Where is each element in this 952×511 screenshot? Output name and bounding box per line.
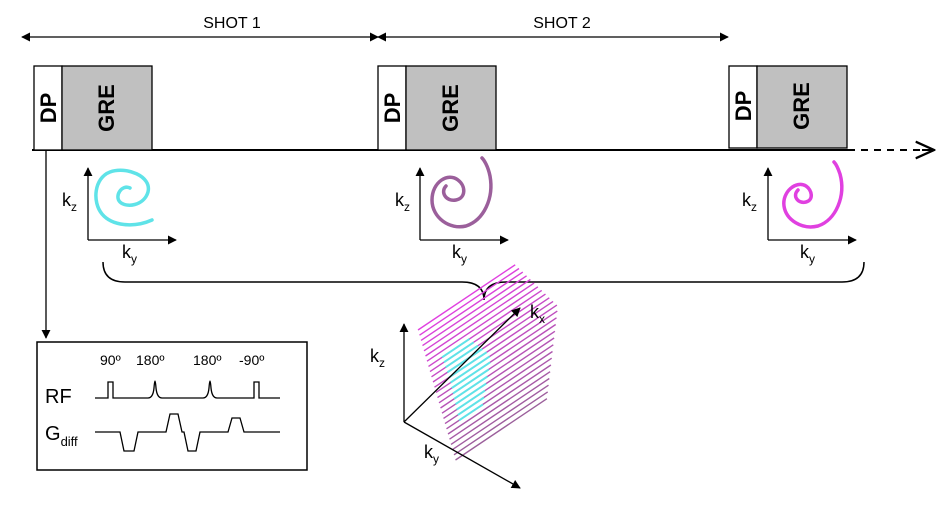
kz-label: kz [62,190,77,214]
kspace-line [423,278,531,352]
kspace-line [447,364,552,435]
trajectory-spiral [94,168,154,227]
trajectory-spiral [430,156,493,229]
kspace-line [455,398,548,461]
kspace-line-center [454,382,487,406]
kspace-line-center [458,403,484,422]
gre-block [61,65,153,151]
kspace-line-center [450,355,491,384]
kspace-line-center [457,396,485,416]
kspace-line [417,264,516,331]
gre-label: GRE [789,82,814,130]
gre-block [756,65,848,149]
kz-label: kz [742,190,757,214]
flip-angle-180-a: 180º [136,352,164,368]
block-group-2: DP GRE [377,65,497,151]
kspace-line-stack [417,264,558,461]
kspace-line-center [452,368,490,395]
kspace-plot-1: kz ky [62,167,177,266]
kspace-line-center [451,361,491,389]
ky-label: ky [424,442,439,466]
kspace-plot-2: kz ky [395,156,509,266]
kspace-line-center [443,341,475,364]
gre-label: GRE [438,84,463,132]
flip-angle-90: 90º [100,352,121,368]
dp-label: DP [380,93,405,124]
kspace-line [419,267,520,336]
ky-axis [403,421,521,489]
gdiff-label: Gdiff [45,423,78,449]
kspace-line [425,282,535,357]
kz-label: kz [395,190,410,214]
combined-kspace-3d: kx kz ky [370,264,558,489]
gre-label: GRE [94,84,119,132]
kspace-line-center [456,389,486,411]
kspace-line [420,271,524,341]
kspace-line [422,275,527,347]
dp-block [377,65,407,151]
kspace-line-center [445,344,479,369]
kx-label: kx [530,302,545,326]
kx-axis [403,307,521,423]
grouping-brace [102,261,865,301]
kz-label: kz [370,346,385,370]
dp-block [33,65,63,151]
ky-label: ky [800,242,815,266]
ky-label: ky [452,242,467,266]
kspace-line-center [446,348,483,374]
kspace-line [450,377,550,445]
ky-label: ky [122,242,137,266]
rf-waveform [95,380,280,399]
shot-1-label: SHOT 1 [203,15,261,32]
kspace-line [449,371,551,440]
block-group-3: DP GRE [728,65,848,149]
shot-2-label: SHOT 2 [533,15,591,32]
gdiff-waveform [95,413,280,452]
shot-1-span: SHOT 1 [21,15,379,42]
kspace-line [452,384,549,451]
kspace-line [453,391,549,456]
kspace-plot-3: kz ky [742,160,857,266]
flip-angle-180-b: 180º [193,352,221,368]
flip-angle-neg90: -90º [239,352,264,368]
kspace-line [426,286,539,362]
trajectory-spiral [782,160,844,229]
diffusion-sequence-box: 90º 180º 180º -90º RF Gdiff [36,341,308,471]
kspace-line-center [441,338,471,359]
block-group-1: DP GRE [33,65,153,151]
kspace-line-center [448,351,488,379]
kspace-line-center [453,375,488,400]
shot-2-span: SHOT 2 [377,15,729,42]
dp-label: DP [36,93,61,124]
gre-block [405,65,497,151]
rf-label: RF [45,386,72,408]
dp-label: DP [731,91,756,122]
